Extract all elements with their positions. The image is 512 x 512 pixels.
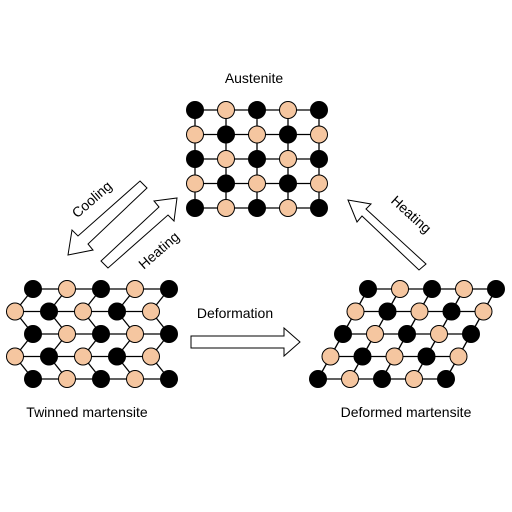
twinned-atom-light: [126, 280, 144, 298]
twinned-atom-light: [142, 347, 160, 366]
deformed-atom-light: [405, 370, 423, 388]
austenite-atom-light: [248, 125, 266, 144]
twinned-martensite-label: Twinned martensite: [26, 404, 148, 420]
austenite-atom-dark: [186, 101, 204, 119]
twinned-atom-light: [6, 347, 24, 366]
twinned-atom-light: [58, 280, 76, 298]
austenite-atom-light: [279, 150, 297, 168]
twinned-atom-dark: [92, 280, 110, 298]
deformed-atom-light: [449, 347, 468, 366]
deformed-atom-dark: [437, 370, 455, 388]
austenite-atom-dark: [248, 101, 266, 119]
twinned-atom-dark: [24, 280, 42, 298]
deformation-label: Deformation: [197, 305, 273, 321]
deformed-martensite-lattice: [309, 280, 505, 388]
deformed-atom-light: [430, 325, 448, 343]
austenite-title: Austenite: [225, 70, 284, 86]
deformed-atom-light: [321, 347, 340, 366]
deformed-martensite-label: Deformed martensite: [341, 404, 472, 420]
austenite-atom-dark: [279, 174, 297, 193]
austenite-atom-light: [310, 174, 328, 193]
twinned-atom-dark: [40, 302, 58, 321]
deformed-atom-dark: [353, 347, 372, 366]
twinned-atom-dark: [92, 325, 110, 343]
twinned-martensite-lattice: [6, 280, 178, 388]
deformed-atom-dark: [309, 370, 327, 388]
austenite-atom-light: [279, 101, 297, 119]
austenite-atom-light: [279, 199, 297, 217]
twinned-atom-light: [6, 302, 24, 321]
austenite-atom-light: [217, 150, 235, 168]
deformed-atom-light: [341, 370, 359, 388]
austenite-atom-light: [310, 125, 328, 144]
deformed-atom-dark: [462, 325, 480, 343]
deformation-arrow: [190, 326, 301, 358]
austenite-atom-light: [217, 101, 235, 119]
twinned-atom-dark: [108, 347, 126, 366]
twinned-atom-light: [74, 302, 92, 321]
austenite-atom-dark: [248, 150, 266, 168]
austenite-atom-dark: [279, 125, 297, 144]
deformed-atom-light: [366, 325, 384, 343]
austenite-atom-light: [248, 174, 266, 193]
deformed-atom-dark: [359, 280, 377, 298]
deformed-atom-light: [346, 302, 365, 321]
twinned-atom-dark: [160, 325, 178, 343]
twinned-atom-light: [58, 325, 76, 343]
deformed-atom-light: [410, 302, 429, 321]
deformed-atom-light: [455, 280, 473, 298]
heating-right-arrow: [347, 199, 427, 271]
deformed-atom-dark: [487, 280, 505, 298]
twinned-atom-light: [74, 347, 92, 366]
deformed-atom-light: [474, 302, 493, 321]
twinned-atom-dark: [160, 280, 178, 298]
deformed-atom-dark: [378, 302, 397, 321]
austenite-atom-light: [186, 125, 204, 144]
twinned-atom-light: [142, 302, 160, 321]
twinned-atom-dark: [92, 370, 110, 388]
deformed-atom-dark: [423, 280, 441, 298]
heating-left-arrow: [100, 197, 178, 269]
deformed-atom-dark: [373, 370, 391, 388]
austenite-atom-dark: [186, 150, 204, 168]
austenite-atom-dark: [217, 174, 235, 193]
deformed-atom-dark: [442, 302, 461, 321]
austenite-atom-dark: [248, 199, 266, 217]
austenite-atom-light: [186, 174, 204, 193]
austenite-atom-dark: [217, 125, 235, 144]
deformed-atom-light: [385, 347, 404, 366]
twinned-atom-dark: [40, 347, 58, 366]
deformed-atom-light: [391, 280, 409, 298]
twinned-atom-light: [58, 370, 76, 388]
cooling-arrow: [67, 180, 148, 256]
twinned-atom-dark: [24, 370, 42, 388]
austenite-atom-dark: [310, 101, 328, 119]
austenite-lattice: [186, 101, 328, 217]
twinned-atom-dark: [24, 325, 42, 343]
heating-right-label: Heating: [388, 192, 435, 236]
twinned-atom-dark: [160, 370, 178, 388]
austenite-atom-dark: [310, 199, 328, 217]
deformed-atom-dark: [417, 347, 436, 366]
twinned-atom-dark: [108, 302, 126, 321]
austenite-atom-light: [217, 199, 235, 217]
deformed-atom-dark: [334, 325, 352, 343]
twinned-atom-light: [126, 370, 144, 388]
twinned-atom-light: [126, 325, 144, 343]
austenite-atom-dark: [186, 199, 204, 217]
deformed-atom-dark: [398, 325, 416, 343]
austenite-atom-dark: [310, 150, 328, 168]
